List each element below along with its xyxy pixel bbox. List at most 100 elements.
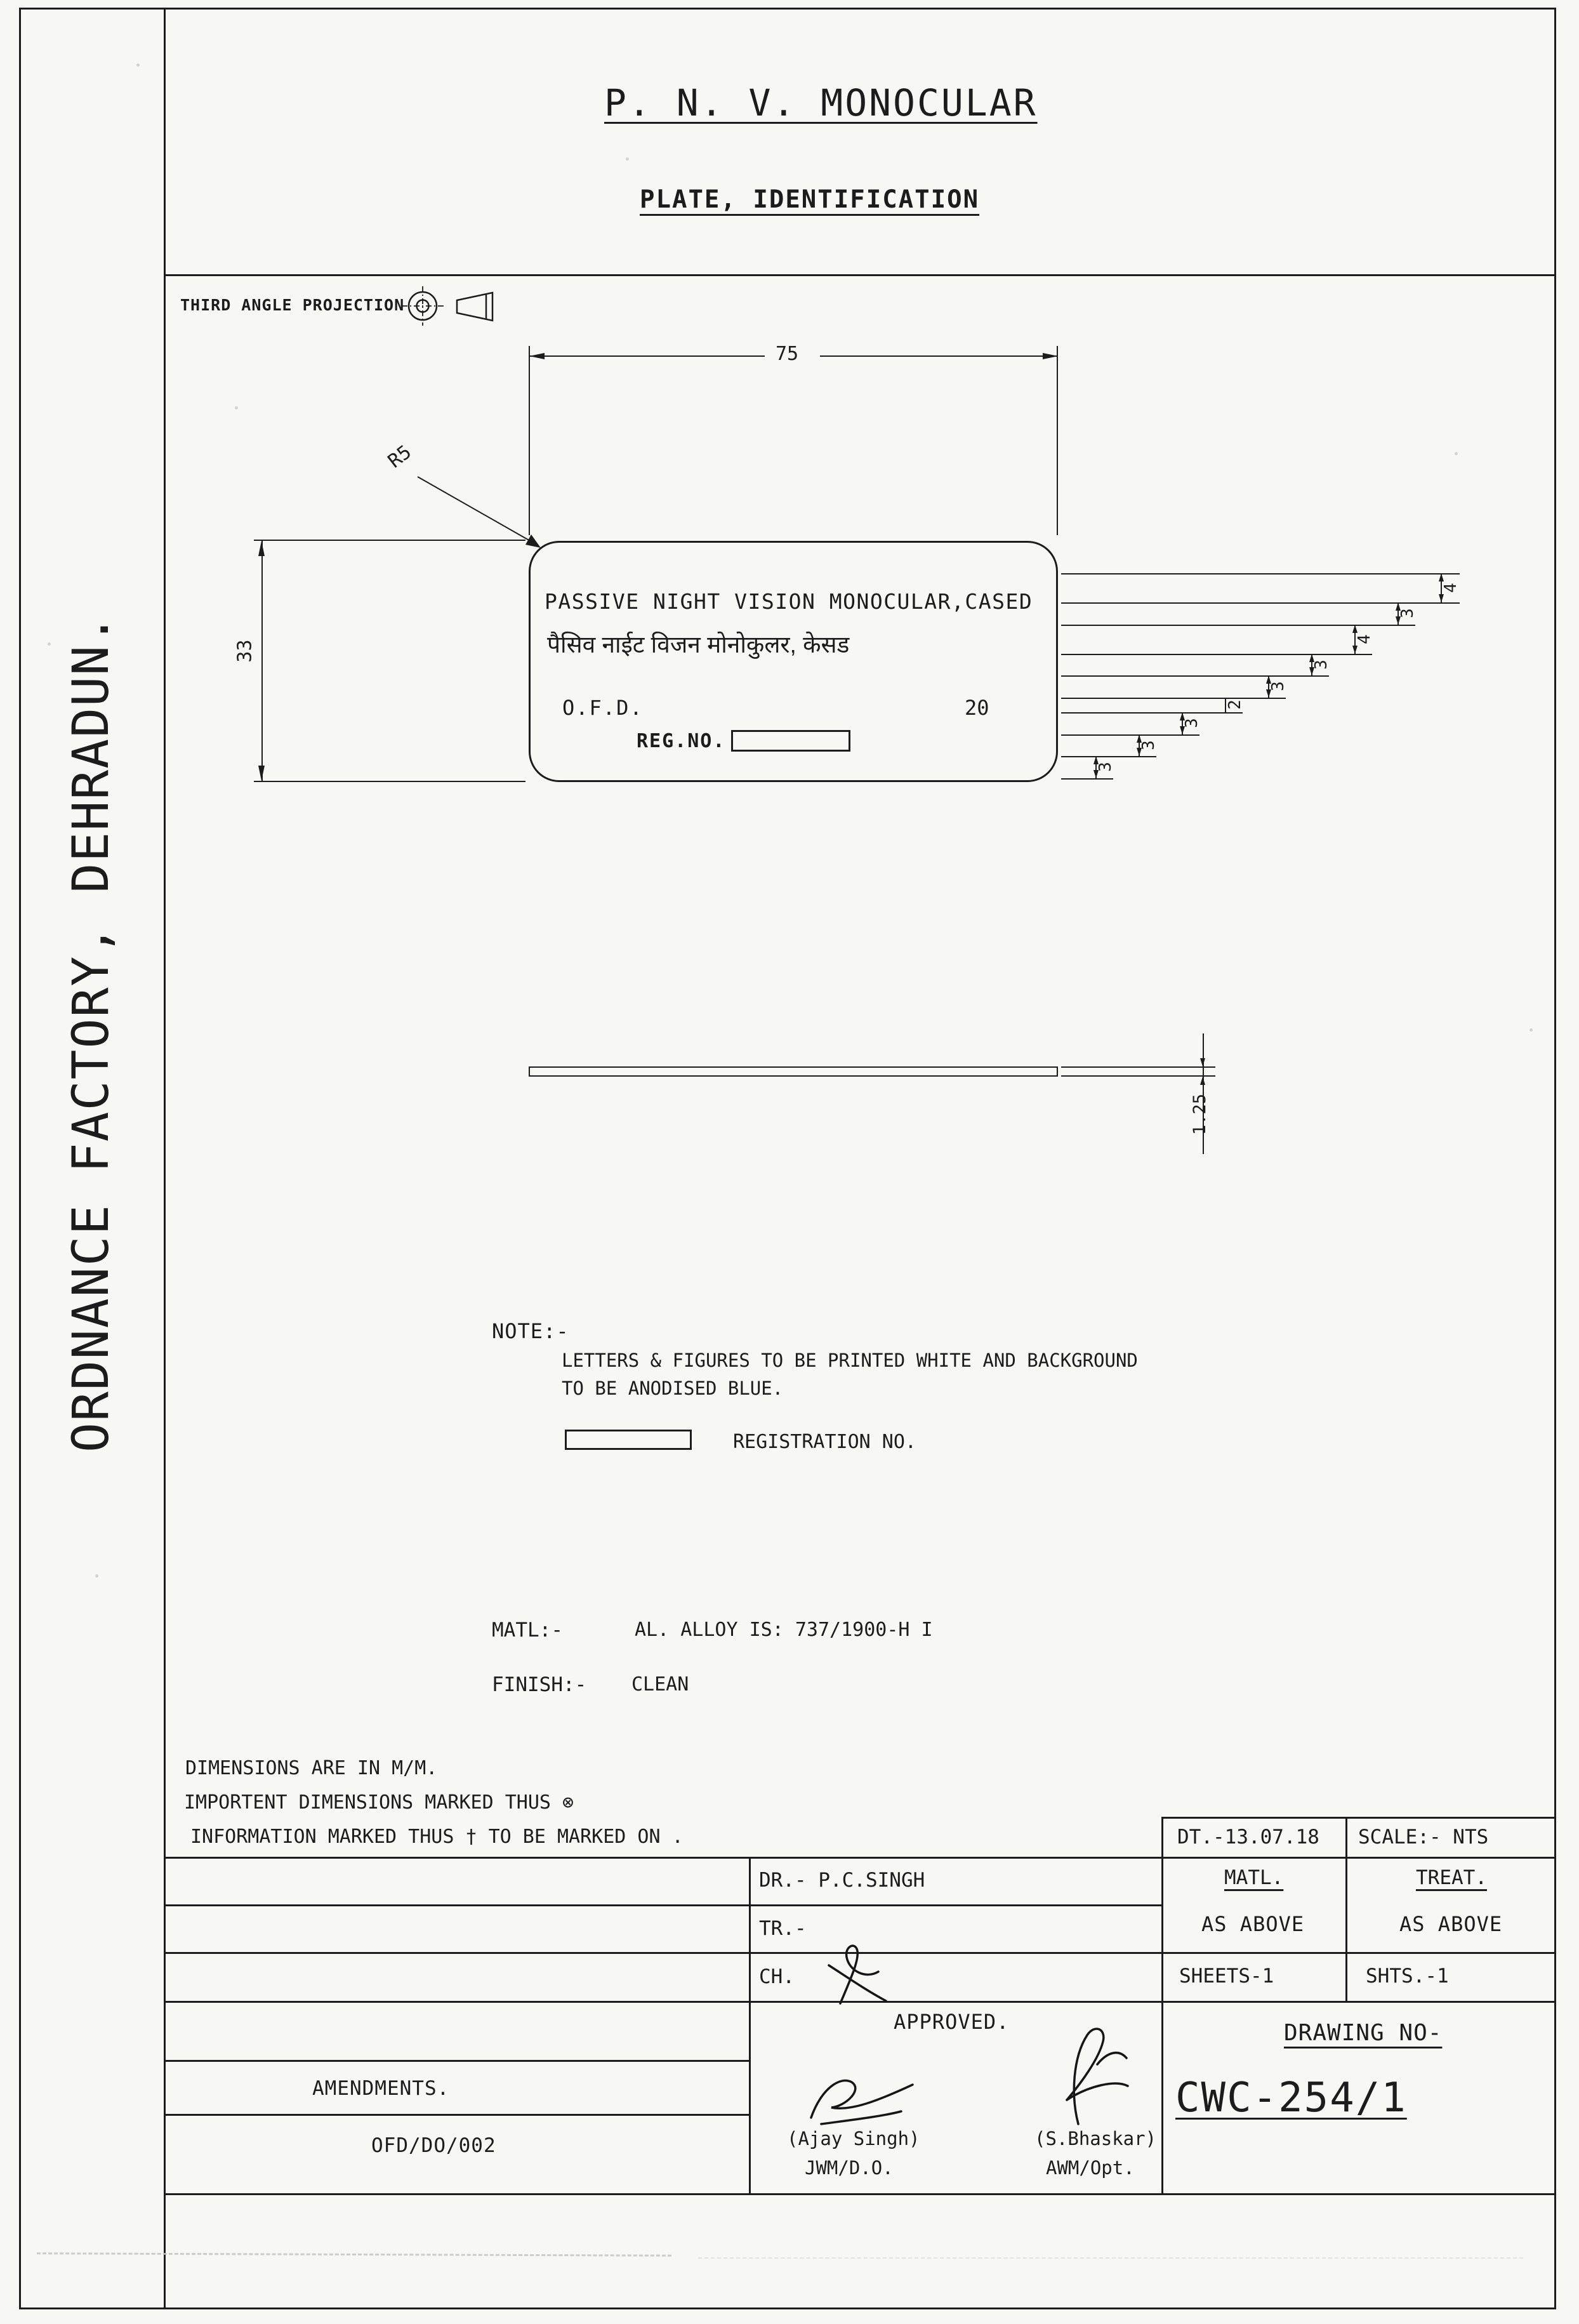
arrowhead	[1137, 748, 1142, 756]
extension-line	[1061, 1075, 1215, 1077]
registration-box-label: REGISTRATION NO.	[733, 1431, 916, 1453]
approver1-name: (Ajay Singh)	[787, 2128, 920, 2149]
text-dim-label: 3	[1268, 681, 1288, 691]
drawing-no-value: CWC-254/1	[1175, 2075, 1407, 2121]
mini-dim-line	[1225, 698, 1226, 712]
text-dim-label: 4	[1441, 583, 1460, 593]
scan-speck	[1529, 1028, 1533, 1032]
scan-speck	[95, 1574, 98, 1577]
dimension-line-width	[529, 355, 765, 357]
extension-line	[1061, 573, 1460, 574]
general-note-2: IMPORTENT DIMENSIONS MARKED THUS ⊗	[184, 1791, 574, 1814]
approver2-role: AWM/Opt.	[1046, 2157, 1135, 2179]
mini-dim-line	[1397, 602, 1399, 625]
arrowhead	[1266, 675, 1271, 684]
sheets-value: SHEETS-1	[1179, 1965, 1274, 1988]
mini-dim-line	[1268, 675, 1269, 698]
arrowhead	[1093, 756, 1099, 764]
text-dim-label: 4	[1354, 634, 1374, 644]
checked-by: CH.	[759, 1965, 795, 1988]
treat-as-above: AS ABOVE	[1399, 1912, 1503, 1936]
matl-header: MATL.	[1224, 1866, 1284, 1889]
pencil-smudge-line	[698, 2257, 1523, 2259]
checker-signature	[828, 1944, 887, 2005]
scan-speck	[626, 157, 629, 161]
arrowhead	[1396, 616, 1401, 625]
text-dim-label: 3	[1095, 762, 1115, 772]
matl-label: MATL:-	[492, 1619, 563, 1642]
table-line	[164, 2193, 1554, 2195]
identification-plate	[529, 541, 1058, 782]
arrowhead	[1200, 1058, 1205, 1066]
projection-label: THIRD ANGLE PROJECTION	[180, 296, 405, 314]
extension-line	[529, 346, 530, 535]
text-dim-label: 3	[1139, 740, 1158, 750]
factory-name-strip: ORDNANCE FACTORY, DEHRADUN.	[63, 613, 120, 1452]
page-title: P. N. V. MONOCULAR	[604, 81, 1038, 124]
dimension-line-width	[820, 355, 1058, 357]
arrowhead	[1352, 625, 1358, 633]
left-strip-divider	[164, 10, 166, 2307]
extension-line	[1061, 778, 1113, 780]
treat-header: TREAT.	[1416, 1866, 1487, 1889]
scale-value: SCALE:- NTS	[1358, 1826, 1489, 1849]
mini-dim-line	[1441, 573, 1442, 602]
table-line	[1345, 1817, 1347, 2002]
mini-dim-line	[1311, 654, 1312, 675]
date-value: DT.-13.07.18	[1177, 1826, 1319, 1849]
extension-line	[1057, 346, 1058, 535]
arrowhead	[1093, 770, 1099, 778]
arrowhead	[1309, 654, 1314, 662]
plate-year-label: 20	[965, 696, 989, 720]
extension-line	[254, 781, 525, 782]
arrowhead	[1309, 667, 1314, 675]
arrowhead	[1396, 602, 1401, 611]
extension-line	[1061, 712, 1243, 714]
table-line	[164, 2001, 1554, 2003]
text-dim-label: 3	[1397, 608, 1417, 618]
plate-maker-label: O.F.D.	[562, 696, 644, 720]
dim-width-label: 75	[776, 343, 799, 365]
table-line	[1161, 1817, 1163, 2195]
plate-side-view	[529, 1066, 1058, 1077]
arrowhead	[1439, 573, 1444, 581]
mini-dim-line	[1095, 756, 1097, 778]
mini-dim-line	[1139, 734, 1140, 756]
plate-text-line1: PASSIVE NIGHT VISION MONOCULAR,CASED	[545, 589, 1033, 614]
arrowhead	[1266, 689, 1271, 698]
dim-height-label: 33	[234, 639, 256, 663]
finish-label: FINISH:-	[492, 1673, 587, 1696]
extension-line	[1061, 698, 1286, 699]
table-line	[749, 1857, 751, 2195]
projection-cone-icon	[456, 291, 494, 322]
sheet-border	[19, 8, 1556, 2309]
scan-speck	[136, 63, 140, 67]
extension-line	[254, 540, 525, 541]
arrowhead	[1180, 726, 1185, 734]
arrowhead	[1352, 646, 1358, 654]
arrowhead	[258, 541, 265, 556]
scan-speck	[235, 406, 238, 409]
header-divider	[165, 274, 1554, 276]
general-note-3: INFORMATION MARKED THUS † TO BE MARKED O…	[190, 1826, 684, 1848]
registration-sample-box	[565, 1430, 692, 1450]
extension-line	[1061, 734, 1199, 736]
shts-value: SHTS.-1	[1366, 1965, 1449, 1988]
approver2-name: (S.Bhaskar)	[1034, 2128, 1157, 2149]
drawn-by: DR.- P.C.SINGH	[759, 1869, 925, 1892]
radius-leader-line	[417, 476, 541, 548]
plate-regno-box	[731, 730, 850, 752]
doc-number: OFD/DO/002	[371, 2134, 496, 2157]
extension-line	[1061, 625, 1415, 626]
approved-label: APPROVED.	[894, 2010, 1010, 2034]
dim-thickness-label: 1.25	[1190, 1093, 1210, 1136]
plate-text-line2-hindi: पैसिव नाईट विजन मोनोकुलर, केसड	[547, 632, 850, 658]
extension-line	[1061, 675, 1329, 677]
dimension-line-thickness	[1203, 1033, 1204, 1154]
extension-line	[1061, 654, 1372, 655]
scan-speck	[1455, 452, 1458, 455]
scan-speck	[48, 642, 51, 646]
text-dim-label: 3	[1311, 660, 1331, 670]
approver2-signature	[1066, 2028, 1129, 2125]
